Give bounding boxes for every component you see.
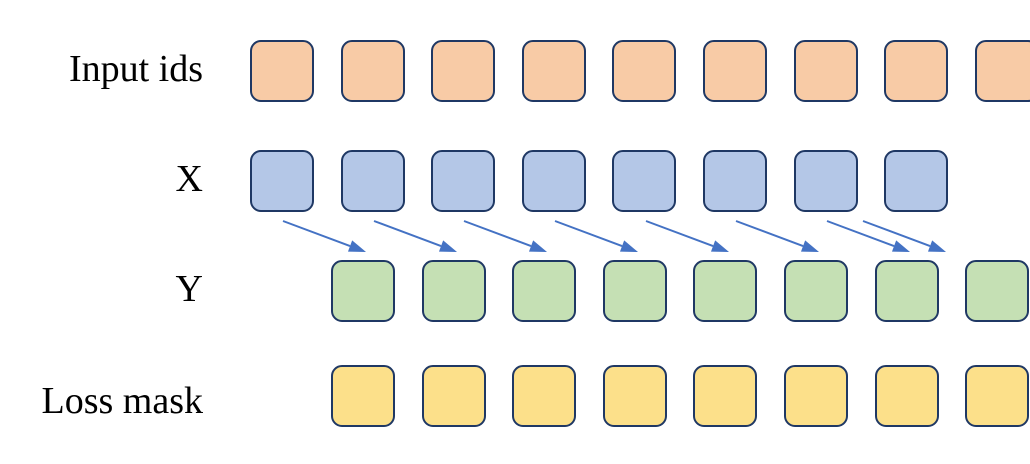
cell-y-2	[512, 260, 576, 322]
cell-y-6	[875, 260, 939, 322]
cell-input-ids-4	[612, 40, 676, 102]
cell-y-3	[603, 260, 667, 322]
shift-arrow-7	[862, 220, 946, 252]
shift-arrow-6	[826, 220, 910, 252]
cell-y-1	[422, 260, 486, 322]
cell-x-4	[612, 150, 676, 212]
row-label-x: X	[175, 158, 203, 200]
cell-y-4	[693, 260, 757, 322]
cell-x-1	[341, 150, 405, 212]
cell-input-ids-0	[250, 40, 314, 102]
shift-arrow-5	[735, 220, 819, 252]
row-label-loss-mask: Loss mask	[41, 380, 204, 422]
cell-input-ids-1	[341, 40, 405, 102]
cell-loss-mask-6	[875, 365, 939, 427]
cell-loss-mask-4	[693, 365, 757, 427]
cell-loss-mask-1	[422, 365, 486, 427]
cell-loss-mask-3	[603, 365, 667, 427]
shift-arrow-3	[554, 220, 638, 252]
cell-input-ids-8	[975, 40, 1030, 102]
cell-x-6	[794, 150, 858, 212]
cell-y-0	[331, 260, 395, 322]
cell-x-2	[431, 150, 495, 212]
cell-input-ids-6	[794, 40, 858, 102]
cell-input-ids-2	[431, 40, 495, 102]
cell-x-5	[703, 150, 767, 212]
cell-y-5	[784, 260, 848, 322]
row-label-input-ids: Input ids	[68, 48, 203, 90]
cell-loss-mask-2	[512, 365, 576, 427]
row-label-y: Y	[175, 268, 203, 310]
cell-x-0	[250, 150, 314, 212]
cell-loss-mask-5	[784, 365, 848, 427]
shift-arrow-1	[373, 220, 457, 252]
cell-loss-mask-7	[965, 365, 1029, 427]
cell-x-7	[884, 150, 948, 212]
cell-input-ids-7	[884, 40, 948, 102]
cell-x-3	[522, 150, 586, 212]
cell-y-7	[965, 260, 1029, 322]
cell-input-ids-3	[522, 40, 586, 102]
cell-input-ids-5	[703, 40, 767, 102]
shift-arrow-4	[645, 220, 729, 252]
shift-arrow-0	[282, 220, 366, 252]
cell-loss-mask-0	[331, 365, 395, 427]
shift-arrow-2	[463, 220, 547, 252]
